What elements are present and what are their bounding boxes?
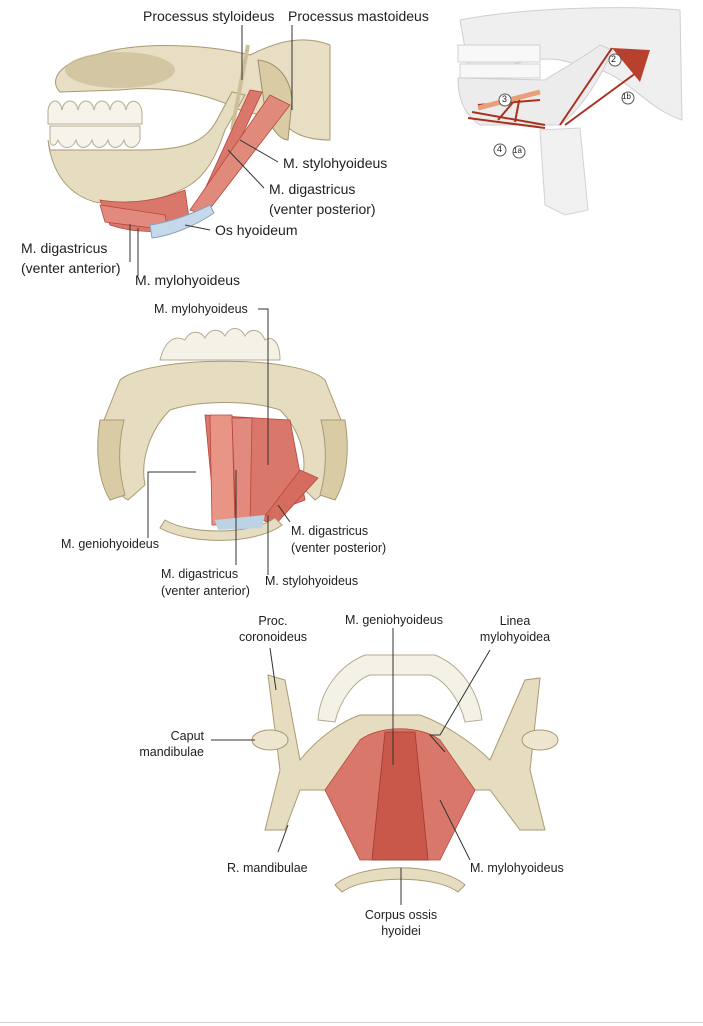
- inferior-mandible: [98, 360, 347, 501]
- superior-leader-lines: [211, 628, 491, 905]
- lateral-view-illustration: [47, 25, 331, 276]
- label-processus-mastoideus: Processus mastoideus: [288, 8, 429, 24]
- marker-2: 2: [611, 54, 617, 64]
- schematic-larynx: [539, 127, 589, 216]
- label-caput-mandibulae-1: Caput: [170, 729, 204, 743]
- label-os-hyoideum: Os hyoideum: [215, 222, 298, 238]
- styloid-process: [230, 44, 250, 131]
- label-venter-anterior-lateral: (venter anterior): [21, 260, 121, 276]
- label-m-mylohyoideus-inferior: M. mylohyoideus: [154, 302, 248, 316]
- label-proc-coronoideus-1: Proc.: [258, 614, 288, 628]
- superior-geniohyoid: [371, 731, 429, 861]
- schematic-muscle-tri: [612, 48, 650, 82]
- label-m-geniohyoideus-inferior: M. geniohyoideus: [61, 537, 159, 551]
- label-corpus-ossis-hyoidei-1: Corpus ossis: [364, 908, 438, 922]
- superior-teeth: [317, 654, 483, 723]
- label-linea-mylohyoidea-1: Linea: [499, 614, 531, 628]
- marker-4: 4: [497, 144, 503, 154]
- page-bottom-divider: [0, 1022, 703, 1023]
- label-processus-styloideus: Processus styloideus: [143, 8, 275, 24]
- hyoid-bone: [149, 204, 215, 239]
- label-venter-posterior-inferior: (venter posterior): [291, 541, 387, 555]
- orbit-shadow: [65, 52, 175, 88]
- label-m-digastricus-va-lateral: M. digastricus: [21, 240, 108, 256]
- lower-teeth: [49, 125, 141, 148]
- schematic-upper-teeth: [457, 44, 541, 63]
- label-m-digastricus-vp-lateral: M. digastricus: [269, 181, 356, 197]
- lateral-leader-lines: [129, 25, 293, 276]
- label-linea-mylohyoidea-2: mylohyoidea: [479, 630, 551, 644]
- inferior-teeth: [159, 328, 281, 361]
- label-m-digastricus-va-inferior: M. digastricus: [161, 567, 239, 581]
- marker-1b: 1b: [622, 92, 631, 101]
- label-m-stylohyoideus-inferior: M. stylohyoideus: [265, 574, 359, 588]
- superior-caput-left: [251, 729, 289, 751]
- label-m-digastricus-vp-inferior: M. digastricus: [291, 524, 369, 538]
- inferior-view-illustration: [97, 308, 348, 575]
- superior-caput-right: [521, 729, 559, 751]
- inferior-leader-lines: [147, 308, 291, 575]
- label-m-mylohyoideus-lateral: M. mylohyoideus: [135, 272, 241, 288]
- mandible-bone: [47, 91, 246, 205]
- schematic-markers: [493, 53, 635, 159]
- label-venter-anterior-inferior: (venter anterior): [161, 584, 250, 598]
- label-m-mylohyoideus-superior: M. mylohyoideus: [470, 861, 564, 875]
- inferior-ramus-left: [97, 419, 126, 501]
- label-caput-mandibulae-2: mandibulae: [139, 745, 204, 759]
- schematic-illustration: [457, 7, 683, 216]
- superior-hyoid: [334, 867, 466, 893]
- upper-teeth: [47, 100, 143, 125]
- superior-view-illustration: [211, 628, 559, 905]
- label-r-mandibulae: R. mandibulae: [227, 861, 308, 875]
- schematic-lower-teeth: [459, 63, 541, 79]
- marker-1a: 1a: [513, 146, 522, 155]
- inferior-ramus-right: [319, 419, 348, 501]
- label-venter-posterior-lateral: (venter posterior): [269, 201, 376, 217]
- label-m-geniohyoideus-superior: M. geniohyoideus: [345, 613, 443, 627]
- inferior-hyoid-cartilage: [215, 515, 265, 530]
- label-proc-coronoideus-2: coronoideus: [238, 630, 308, 644]
- inferior-hyoid: [159, 517, 283, 541]
- schematic-skull: [459, 7, 683, 121]
- label-corpus-ossis-hyoidei-2: hyoidei: [381, 924, 421, 938]
- label-m-stylohyoideus-lateral: M. stylohyoideus: [283, 155, 388, 171]
- marker-3: 3: [502, 94, 508, 104]
